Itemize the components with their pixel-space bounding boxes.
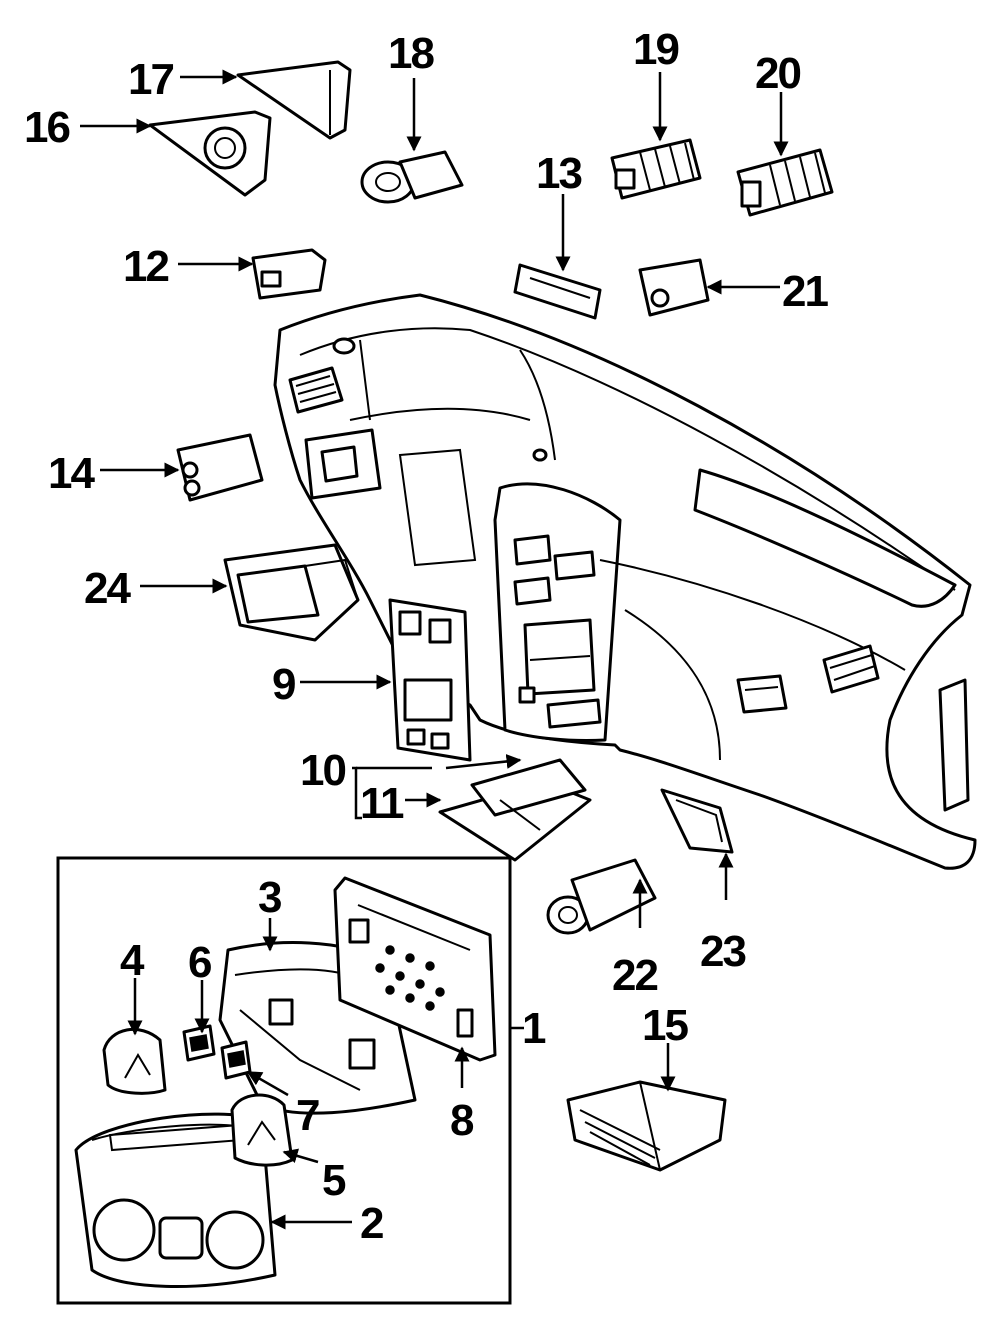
callout-11: 11 [360, 779, 404, 828]
callout-6: 6 [188, 938, 211, 987]
callout-16: 16 [24, 103, 69, 152]
callout-23: 23 [700, 927, 745, 976]
cluster-bezel-part [74, 1112, 277, 1288]
callout-8: 8 [450, 1096, 474, 1145]
callout-18: 18 [388, 29, 434, 78]
bracket-part-13 [513, 263, 602, 320]
callout-2: 2 [360, 1199, 383, 1248]
callout-12: 12 [123, 242, 168, 291]
callout-9: 9 [272, 660, 295, 709]
callout-5: 5 [322, 1156, 346, 1205]
vent-part-20 [736, 148, 834, 217]
switch-part-6 [182, 1024, 216, 1062]
callout-19: 19 [633, 25, 678, 74]
switch-part-14 [176, 433, 264, 502]
gauge-part-5 [230, 1093, 294, 1167]
cluster-assembly-box [56, 856, 512, 1305]
callout-7: 7 [296, 1091, 319, 1140]
callout-10: 10 [300, 746, 345, 795]
mirror-mount-part-16 [148, 110, 272, 197]
tray-part-11 [438, 758, 592, 862]
callout-17: 17 [128, 55, 173, 104]
vent-part-19 [610, 138, 702, 200]
gauge-part-4 [102, 1028, 167, 1095]
callout-3: 3 [258, 873, 281, 922]
leader-lines [80, 69, 789, 1230]
callout-15: 15 [642, 1001, 688, 1050]
callout-20: 20 [755, 49, 800, 98]
switch-part-12 [251, 248, 327, 300]
center-bezel-part-9 [388, 598, 472, 762]
cubby-part-24 [223, 543, 360, 642]
lighter-socket-part-18 [360, 150, 464, 204]
switch-part-7 [220, 1040, 252, 1080]
lighter-part-22 [546, 858, 657, 935]
instrument-panel [273, 293, 977, 870]
callout-24: 24 [84, 564, 131, 613]
trim-part-23 [660, 788, 734, 854]
cluster-lens-part [333, 876, 497, 1062]
callout-21: 21 [782, 267, 828, 316]
switch-part-21 [638, 258, 710, 317]
callout-14: 14 [48, 449, 95, 498]
triangle-trim-part-17 [236, 60, 352, 140]
callout-4: 4 [120, 936, 145, 985]
callout-22: 22 [612, 951, 657, 1000]
callout-1: 1 [522, 1004, 546, 1053]
vent-part-15 [566, 1080, 727, 1172]
callout-13: 13 [536, 149, 581, 198]
